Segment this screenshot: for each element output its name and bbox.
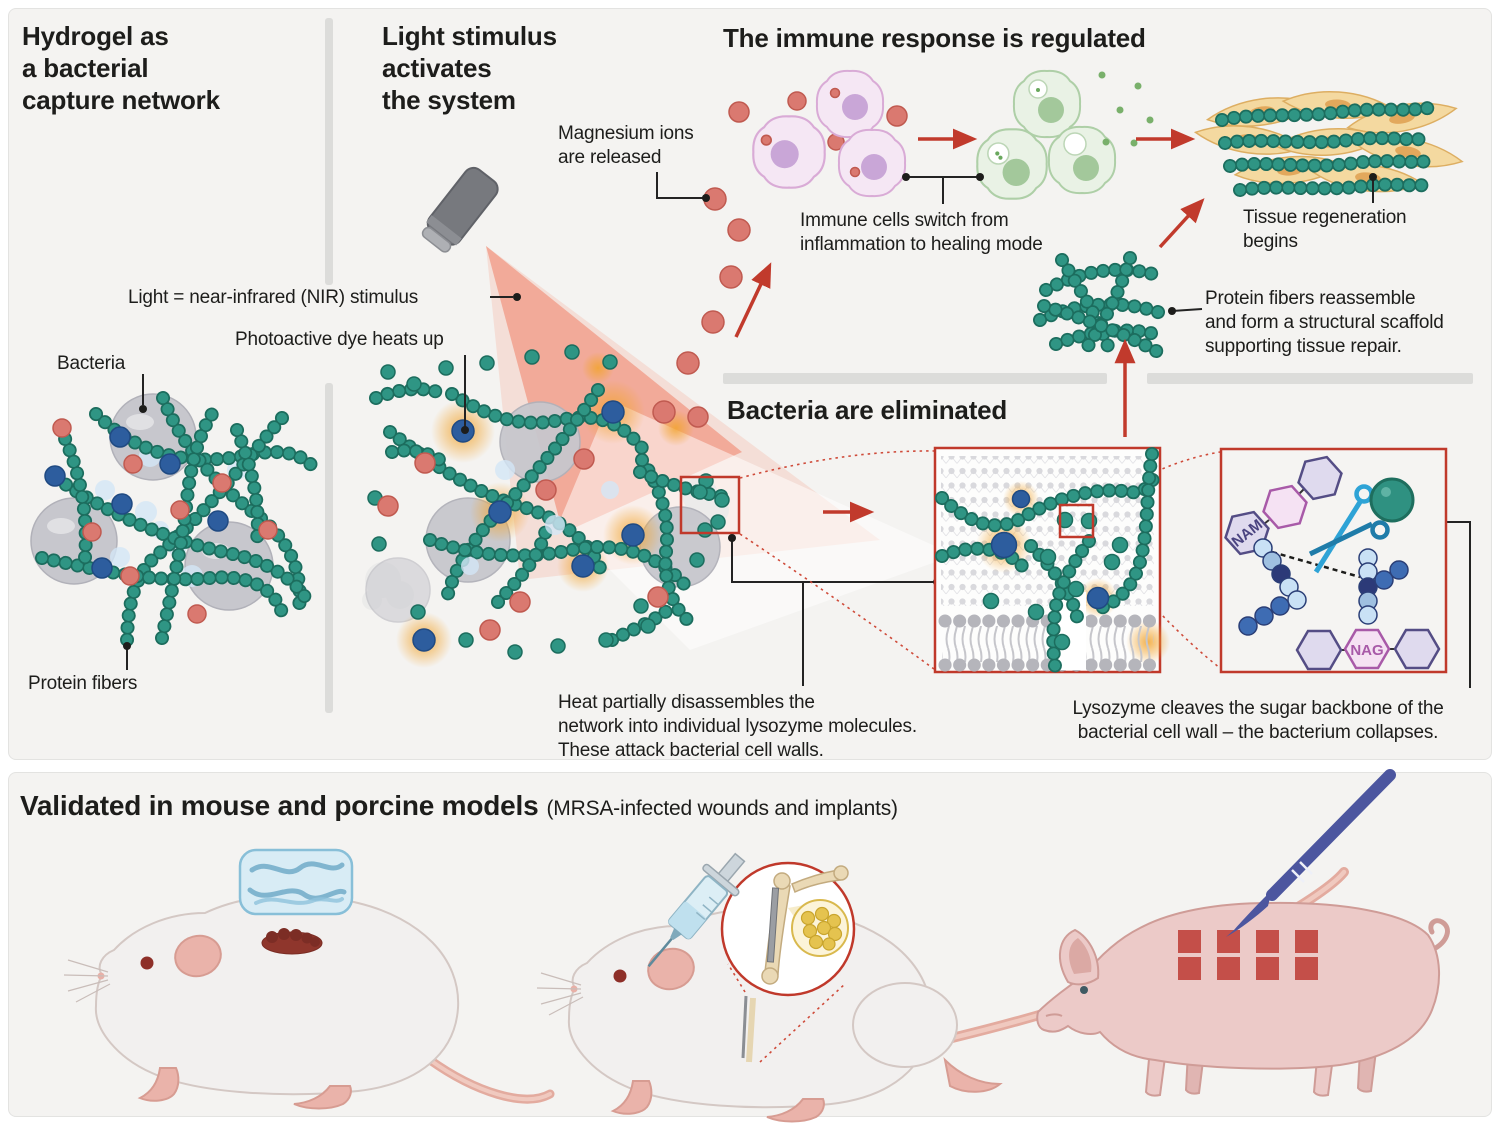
section-dividers bbox=[325, 18, 1473, 713]
scalpel-icon bbox=[1226, 769, 1396, 937]
nir-stimulus-label: Light = near-infrared (NIR) stimulus bbox=[128, 287, 419, 308]
bacterial-colony bbox=[800, 906, 843, 951]
sugar-hexagon bbox=[1297, 455, 1343, 501]
heated-dye-dots bbox=[412, 400, 645, 652]
nag-hexagon bbox=[1343, 628, 1391, 670]
syringe-icon bbox=[647, 852, 746, 968]
light-section-title: Light stimulus activates the system bbox=[382, 21, 557, 115]
immune-switch-label: Immune cells switch from inflammation to… bbox=[800, 210, 1043, 255]
secreted-factor-dots bbox=[1098, 71, 1154, 147]
sugar-hexagon bbox=[1262, 484, 1308, 530]
flashlight-icon bbox=[421, 166, 499, 253]
peptide-bead-chains bbox=[1238, 538, 1409, 636]
cell-wall-panel bbox=[933, 446, 1170, 674]
mini-implant-in-leg bbox=[741, 995, 756, 1063]
magnesium-ion-dots bbox=[52, 418, 278, 624]
lysozyme-cleaves-label: Lysozyme cleaves the sugar backbone of t… bbox=[1072, 698, 1444, 743]
photoactive-dye-label: Photoactive dye heats up bbox=[235, 329, 444, 350]
protein-fibers-label: Protein fibers bbox=[28, 673, 138, 694]
molecular-panel: NAM NAG bbox=[1219, 447, 1448, 674]
validation-title-main: Validated in mouse and porcine models bbox=[20, 790, 539, 821]
nag-label: NAG bbox=[1350, 642, 1383, 659]
zoom-region-box bbox=[679, 475, 741, 535]
tissue-regeneration-illustration bbox=[1192, 87, 1466, 198]
magnesium-release-trail bbox=[652, 187, 772, 424]
pig-body bbox=[1036, 901, 1440, 1070]
validation-title-subtitle: (MRSA-infected wounds and implants) bbox=[546, 797, 899, 820]
pig-eye bbox=[1080, 986, 1088, 994]
validation-title: Validated in mouse and porcine models (MR… bbox=[20, 790, 898, 822]
hydrogel-section-title: Hydrogel as a bacterial capture network bbox=[22, 21, 220, 115]
photoactive-dye-dots bbox=[44, 426, 229, 579]
magnesium-label: Magnesium ions are released bbox=[558, 123, 694, 168]
released-ion-dots bbox=[377, 406, 709, 641]
magnified-implant-view bbox=[720, 861, 856, 1063]
hydrogel-network-illustration bbox=[30, 394, 318, 645]
activated-network-illustration bbox=[362, 344, 741, 668]
tissue-regeneration-label: Tissue regeneration begins bbox=[1243, 207, 1407, 252]
implant-sites bbox=[1178, 930, 1318, 980]
label-connectors bbox=[123, 172, 1471, 688]
cleaved-bond-line bbox=[1271, 550, 1361, 579]
lysozyme-sphere bbox=[1369, 477, 1415, 523]
fibers-reassemble-label: Protein fibers reassemble and form a str… bbox=[1205, 288, 1444, 357]
immune-section-title: The immune response is regulated bbox=[723, 23, 1146, 53]
pig-tail bbox=[1428, 918, 1450, 953]
sugar-hexagon bbox=[1393, 628, 1441, 670]
bone-with-pin bbox=[761, 865, 849, 985]
flow-arrows bbox=[823, 128, 1205, 523]
peptidoglycan-mesh bbox=[941, 456, 1154, 606]
mouse-implant-model-illustration bbox=[536, 852, 1349, 1123]
reassembled-fibers-illustration bbox=[1040, 258, 1168, 352]
eliminated-section-title: Bacteria are eliminated bbox=[727, 395, 1008, 425]
sugar-hexagon bbox=[1295, 629, 1343, 671]
inflammatory-cells bbox=[728, 69, 908, 198]
hydrogel-disc bbox=[238, 848, 354, 916]
heat-disassembles-label: Heat partially disassembles the network … bbox=[558, 692, 917, 761]
molecular-zoom-box bbox=[1058, 503, 1095, 539]
bacteria-label: Bacteria bbox=[57, 353, 126, 374]
pig-model-illustration bbox=[1036, 769, 1450, 1097]
wound bbox=[261, 928, 323, 955]
healing-cells bbox=[976, 69, 1154, 200]
mouse-wound-model-illustration bbox=[63, 848, 555, 1110]
